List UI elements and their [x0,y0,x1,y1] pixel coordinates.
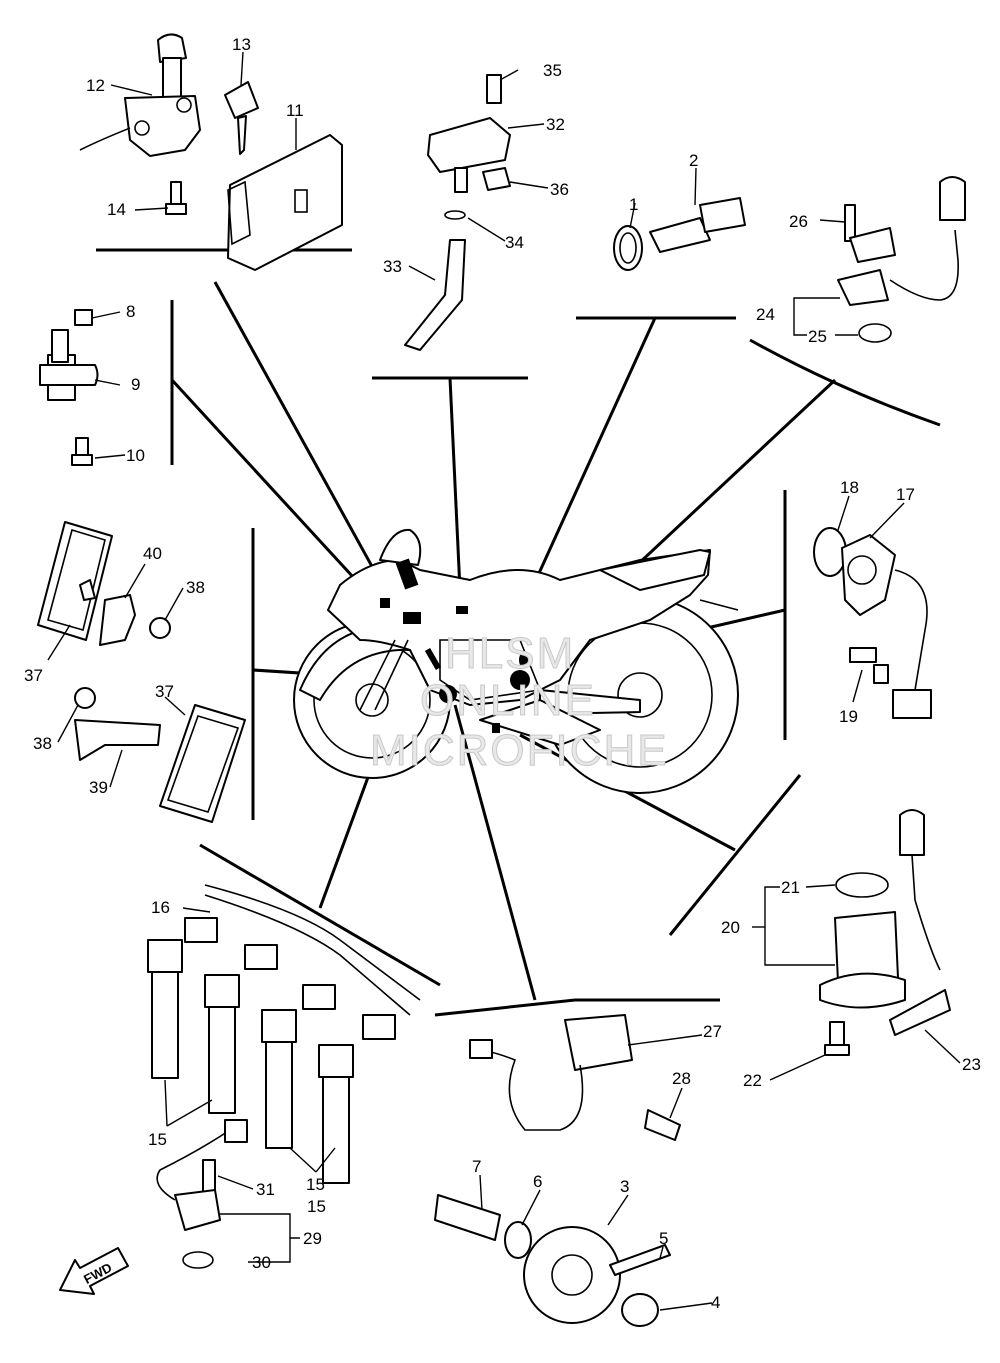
callout-38a: 38 [186,578,205,597]
callout-26: 26 [789,212,808,231]
group-brackets [96,248,941,1017]
callout-18: 18 [840,478,859,497]
reflector-assembly-front [37,521,171,646]
pickup-rotor-assembly [434,1194,671,1327]
callout-25: 25 [808,327,827,346]
callout-5: 5 [659,1229,668,1248]
callout-15a: 15 [148,1130,167,1149]
watermark-line-1: HLSM [445,629,575,678]
callout-20: 20 [721,918,740,937]
callout-38b: 38 [33,734,52,753]
callout-17: 17 [896,485,915,504]
cam-position-sensor [39,309,99,466]
callout-2: 2 [689,151,698,170]
callout-33: 33 [383,257,402,276]
callout-29: 29 [303,1229,322,1248]
callout-35: 35 [543,61,562,80]
callout-12: 12 [86,76,105,95]
callout-9: 9 [131,375,140,394]
callout-36: 36 [550,180,569,199]
callout-21: 21 [781,878,800,897]
callout-14: 14 [107,200,126,219]
main-switch-assembly [79,33,343,271]
ignition-coils [147,884,421,1184]
watermark-line-2: ONLINE [420,676,596,725]
callout-30: 30 [252,1253,271,1272]
neutral-switch [813,527,932,719]
callout-4: 4 [711,1293,720,1312]
callout-6: 6 [533,1172,542,1191]
fuel-pump [819,809,951,1056]
callout-23: 23 [962,1055,981,1074]
callout-7: 7 [472,1157,481,1176]
callout-8: 8 [126,302,135,321]
speed-sensor [837,176,966,343]
callout-39: 39 [89,778,108,797]
callout-34: 34 [505,233,524,252]
reflector-assembly-rear [74,687,246,823]
callout-1: 1 [629,195,638,214]
coolant-temp-sensor [613,197,746,271]
callout-27: 27 [703,1022,722,1041]
throttle-position-sensor [469,1014,681,1141]
intake-pressure-sensor [404,74,511,351]
crank-position-sensor [156,1119,248,1269]
callout-40: 40 [143,544,162,563]
callout-3: 3 [620,1177,629,1196]
callout-28: 28 [672,1069,691,1088]
callout-19: 19 [839,707,858,726]
watermark: HLSM ONLINE MICROFICHE [370,629,669,776]
callout-15b: 15 [307,1197,326,1216]
callout-37b: 37 [155,682,174,701]
callout-labels: 1 2 3 4 5 6 7 8 9 10 11 12 13 14 15 15 1… [24,35,981,1312]
callout-31: 31 [256,1180,275,1199]
callout-22: 22 [743,1071,762,1090]
callout-37a: 37 [24,666,43,685]
callout-32: 32 [546,115,565,134]
watermark-line-3: MICROFICHE [370,726,669,775]
fwd-direction-arrow: FWD [59,1247,129,1295]
callout-13: 13 [232,35,251,54]
callout-15c: 15 [306,1175,325,1194]
motorcycle-outline [293,528,739,794]
callout-leaders [47,51,961,1311]
callout-11: 11 [286,101,304,120]
callout-24: 24 [756,305,775,324]
callout-10: 10 [126,446,145,465]
callout-16: 16 [151,898,170,917]
